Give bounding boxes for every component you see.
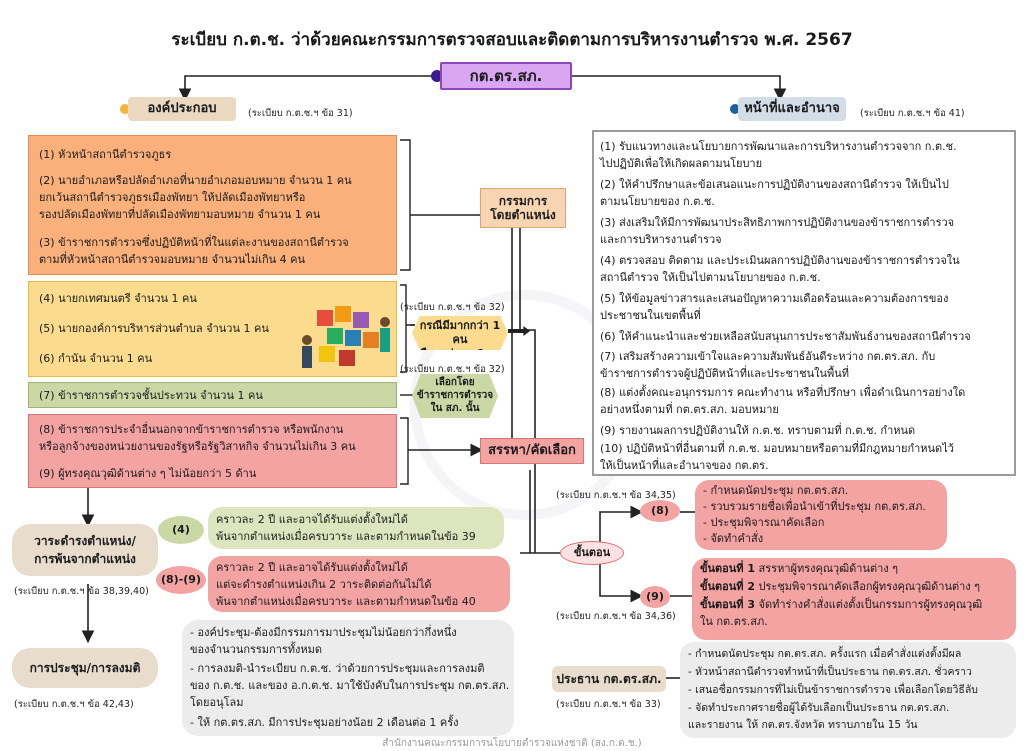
duty-item-8: (8) แต่งตั้งคณะอนุกรรมการ คณะทำงาน หรือท… bbox=[600, 386, 966, 416]
page-title: ระเบียบ ก.ต.ช. ว่าด้วยคณะกรรมการตรวจสอบแ… bbox=[171, 30, 853, 50]
local-rule-box: กรณีมีมากกว่า 1 คน เลือกกลุ่มละ 1 คน bbox=[412, 316, 508, 350]
meeting-box: - องค์ประชุม-ต้องมีกรรมการมาประชุมไม่น้อ… bbox=[182, 620, 514, 736]
chair-item-4: - จัดทำประกาศรายชื่อผู้ได้รับเลือกเป็นปร… bbox=[688, 702, 950, 731]
composition-item-9: (9) ผู้ทรงคุณวุฒิด้านต่าง ๆ ไม่น้อยกว่า … bbox=[39, 467, 257, 480]
term-tag-8-9: (8)-(9) bbox=[156, 566, 206, 594]
chair-item-1: - กำหนดนัดประชุม กต.ตร.สภ. ครั้งแรก เมื่… bbox=[688, 648, 962, 660]
step-1: ขั้นตอนที่ 1 สรรหาผู้ทรงคุณวุฒิด้านต่าง … bbox=[700, 560, 1012, 577]
composition-item-1: (1) หัวหน้าสถานีตำรวจภูธร bbox=[39, 148, 172, 161]
dot-icon bbox=[730, 104, 740, 114]
meeting-item-1: - องค์ประชุม-ต้องมีกรรมการมาประชุมไม่น้อ… bbox=[190, 626, 457, 656]
composition-item-3: (3) ข้าราชการตำรวจซึ่งปฏิบัติหน้าที่ในแต… bbox=[39, 236, 349, 266]
steps-8-item-1: - กำหนดนัดประชุม กต.ตร.สภ. bbox=[703, 484, 849, 497]
composition-ref: (ระเบียบ ก.ต.ช.ฯ ข้อ 31) bbox=[248, 108, 353, 119]
step-2-text: ประชุมพิจารณาคัดเลือกผู้ทรงคุณวุฒิด้านต่… bbox=[755, 580, 981, 593]
step-1-text: สรรหาผู้ทรงคุณวุฒิด้านต่าง ๆ bbox=[755, 562, 899, 575]
meeting-ref: (ระเบียบ ก.ต.ช.ฯ ข้อ 42,43) bbox=[14, 699, 134, 710]
composition-item-4: (4) นายกเทศมนตรี จำนวน 1 คน bbox=[39, 292, 197, 305]
selection-label: สรรหา/คัดเลือก bbox=[480, 438, 584, 464]
duty-item-2: (2) ให้คำปรึกษาและข้อเสนอแนะการปฏิบัติงา… bbox=[600, 178, 949, 208]
group-ex-officio: (1) หัวหน้าสถานีตำรวจภูธร (2) นายอำเภอหร… bbox=[28, 135, 397, 275]
steps-tag-9: (9) bbox=[640, 586, 670, 608]
steps-8-item-2: - รวบรวมรายชื่อเพื่อนำเข้าที่ประชุม กต.ต… bbox=[703, 500, 926, 513]
step-3-text: จัดทำร่างคำสั่งแต่งตั้งเป็นกรรมการผู้ทรง… bbox=[700, 598, 983, 628]
group-police: (7) ข้าราชการตำรวจชั้นประทวน จำนวน 1 คน bbox=[28, 382, 397, 408]
center-node: กต.ตร.สภ. bbox=[440, 62, 572, 90]
group-local: (4) นายกเทศมนตรี จำนวน 1 คน (5) นายกองค์… bbox=[28, 281, 397, 377]
term-ref: (ระเบียบ ก.ต.ช.ฯ ข้อ 38,39,40) bbox=[14, 586, 149, 597]
duty-item-7: (7) เสริมสร้างความเข้าใจและความสัมพันธ์อ… bbox=[600, 350, 936, 380]
duties-box: (1) รับแนวทางและนโยบายการพัฒนาและการบริห… bbox=[592, 130, 1016, 476]
composition-item-8: (8) ข้าราชการประจำอื่นนอกจากข้าราชการตำร… bbox=[39, 423, 356, 453]
composition-item-7: (7) ข้าราชการตำรวจชั้นประทวน จำนวน 1 คน bbox=[39, 389, 263, 402]
steps-ref-9: (ระเบียบ ก.ต.ช.ฯ ข้อ 34,36) bbox=[556, 611, 676, 622]
step-1-title: ขั้นตอนที่ 1 bbox=[700, 562, 756, 575]
step-3: ขั้นตอนที่ 3 จัดทำร่างคำสั่งแต่งตั้งเป็น… bbox=[700, 596, 1012, 630]
step-2: ขั้นตอนที่ 2 ประชุมพิจารณาคัดเลือกผู้ทรง… bbox=[700, 578, 1012, 595]
duties-heading: หน้าที่และอำนาจ bbox=[738, 97, 846, 121]
local-rule-ref: (ระเบียบ ก.ต.ช.ฯ ข้อ 32) bbox=[400, 302, 505, 313]
puzzle-people-illustration bbox=[302, 306, 390, 368]
duties-ref: (ระเบียบ ก.ต.ช.ฯ ข้อ 41) bbox=[860, 108, 965, 119]
meeting-item-2: - การลงมติ-นำระเบียบ ก.ต.ช. ว่าด้วยการปร… bbox=[190, 662, 510, 709]
duty-item-3: (3) ส่งเสริมให้มีการพัฒนาประสิทธิภาพการป… bbox=[600, 216, 955, 246]
steps-8-box: - กำหนดนัดประชุม กต.ตร.สภ. - รวบรวมรายชื… bbox=[695, 480, 947, 550]
steps-label: ขั้นตอน bbox=[560, 541, 624, 565]
chair-item-3: - เสนอชื่อกรรมการที่ไม่เป็นข้าราชการตำรว… bbox=[688, 684, 978, 696]
composition-item-5: (5) นายกองค์การบริหารส่วนตำบล จำนวน 1 คน bbox=[39, 322, 269, 335]
arrow-icon bbox=[508, 326, 530, 336]
meeting-item-3: - ให้ กต.ตร.สภ. มีการประชุมอย่างน้อย 2 เ… bbox=[190, 716, 459, 729]
term-text-4: คราวละ 2 ปี และอาจได้รับแต่งตั้งใหม่ได้ … bbox=[208, 507, 504, 549]
dot-icon bbox=[120, 104, 130, 114]
step-2-title: ขั้นตอนที่ 2 bbox=[700, 580, 756, 593]
chair-label: ประธาน กต.ตร.สภ. bbox=[552, 666, 666, 692]
steps-ref-8: (ระเบียบ ก.ต.ช.ฯ ข้อ 34,35) bbox=[556, 490, 676, 501]
chair-item-2: - หัวหน้าสถานีตำรวจทำหน้าที่เป็นประธาน ก… bbox=[688, 666, 972, 678]
steps-8-item-3: - ประชุมพิจารณาคัดเลือก bbox=[703, 516, 825, 529]
term-tag-4: (4) bbox=[158, 516, 204, 544]
steps-8-item-4: - จัดทำคำสั่ง bbox=[703, 532, 764, 545]
duty-item-5: (5) ให้ข้อมูลข่าวสารและเสนอปัญหาความเดือ… bbox=[600, 292, 949, 322]
chair-ref: (ระเบียบ ก.ต.ช.ฯ ข้อ 33) bbox=[556, 699, 661, 710]
police-rule-ref: (ระเบียบ ก.ต.ช.ฯ ข้อ 32) bbox=[400, 364, 505, 375]
steps-9-box: ขั้นตอนที่ 1 สรรหาผู้ทรงคุณวุฒิด้านต่าง … bbox=[692, 558, 1016, 640]
duty-item-10: (10) ปฏิบัติหน้าที่อื่นตามที่ ก.ต.ช. มอบ… bbox=[600, 442, 954, 472]
term-label: วาระดำรงตำแหน่ง/ การพ้นจากตำแหน่ง bbox=[12, 524, 158, 576]
composition-item-6: (6) กำนัน จำนวน 1 คน bbox=[39, 352, 153, 365]
term-text-8-9: คราวละ 2 ปี และอาจได้รับแต่งตั้งใหม่ได้ … bbox=[208, 556, 510, 612]
meeting-label: การประชุม/การลงมติ bbox=[12, 648, 158, 688]
chair-box: - กำหนดนัดประชุม กต.ตร.สภ. ครั้งแรก เมื่… bbox=[680, 642, 1016, 738]
duty-item-9: (9) รายงานผลการปฏิบัติงานให้ ก.ต.ช. ทราบ… bbox=[600, 424, 916, 437]
duty-item-6: (6) ให้คำแนะนำและช่วยเหลือสนับสนุนการประ… bbox=[600, 330, 971, 343]
group-selected: (8) ข้าราชการประจำอื่นนอกจากข้าราชการตำร… bbox=[28, 414, 397, 488]
composition-item-2: (2) นายอำเภอหรือปลัดอำเภอที่นายอำเภอมอบห… bbox=[39, 174, 352, 221]
duty-item-1: (1) รับแนวทางและนโยบายการพัฒนาและการบริห… bbox=[600, 140, 957, 170]
ex-officio-label: กรรมการ โดยตำแหน่ง bbox=[480, 188, 566, 228]
composition-heading: องค์ประกอบ bbox=[128, 97, 236, 121]
police-rule-box: เลือกโดย ข้าราชการตำรวจ ใน สภ. นั้น bbox=[412, 374, 498, 418]
steps-tag-8: (8) bbox=[640, 500, 680, 522]
footer-credit: สำนักงานคณะกรรมการนโยบายตำรวจแห่งชาติ (ส… bbox=[382, 738, 642, 749]
step-3-title: ขั้นตอนที่ 3 bbox=[700, 598, 756, 611]
duty-item-4: (4) ตรวจสอบ ติดตาม และประเมินผลการปฏิบัต… bbox=[600, 254, 960, 284]
